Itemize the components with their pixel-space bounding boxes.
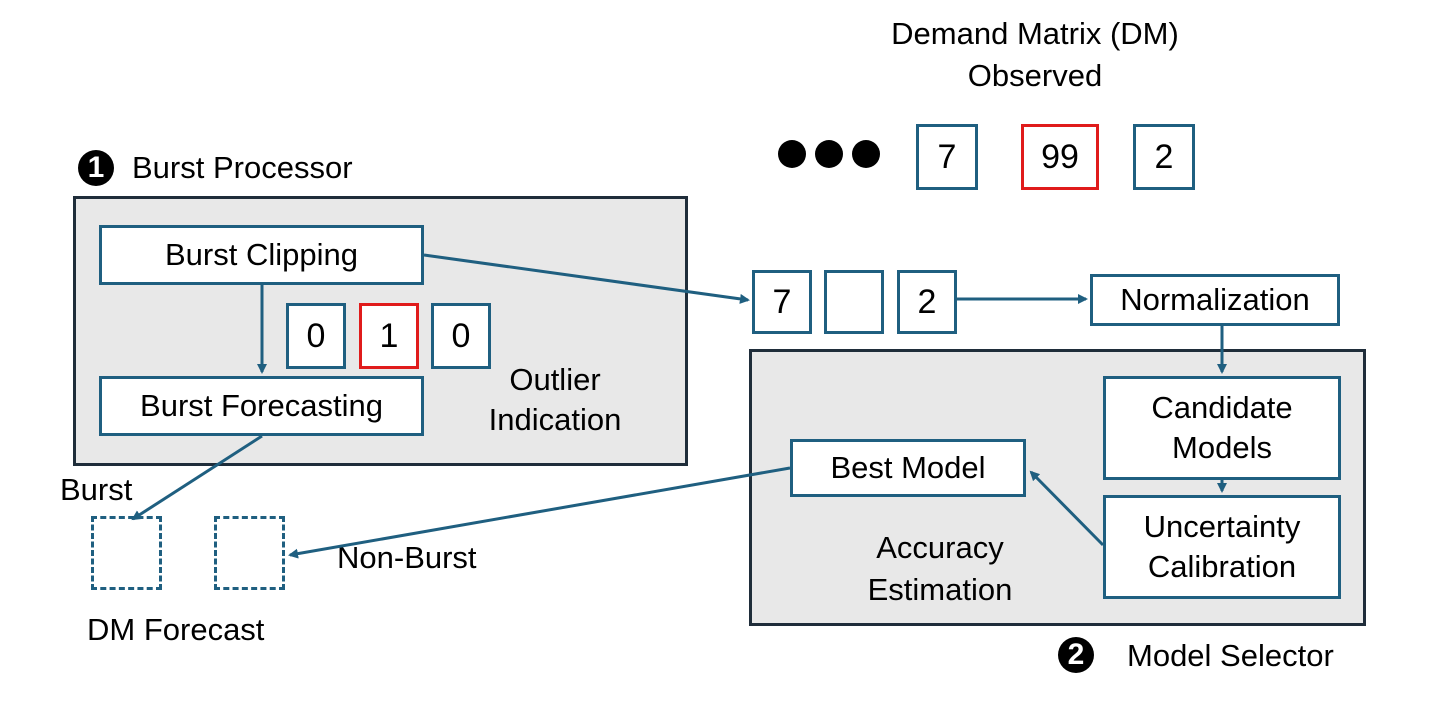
arrow-best-to-non-burst <box>288 466 791 559</box>
forecast-non-burst-cell <box>214 516 285 590</box>
outlier-cell-2: 1 <box>359 303 419 369</box>
uncertainty-line2: Calibration <box>1147 549 1297 584</box>
outlier-cell-1: 0 <box>286 303 346 369</box>
ellipsis-dot-1 <box>778 140 806 168</box>
dm-forecast-caption: DM Forecast <box>87 612 265 647</box>
dm-title-line2: Observed <box>967 58 1103 93</box>
arrow-clipping-to-clipped <box>423 253 750 304</box>
observed-cell-1: 7 <box>916 124 978 190</box>
accuracy-line2: Estimation <box>867 572 1013 607</box>
burst-forecasting-box: Burst Forecasting <box>99 376 424 436</box>
burst-clipping-box: Burst Clipping <box>99 225 424 285</box>
badge-1-icon: 1 <box>78 150 114 186</box>
observed-cell-2: 99 <box>1021 124 1099 190</box>
outlier-label-line2: Indication <box>488 402 622 437</box>
uncertainty-calibration-box: Uncertainty Calibration <box>1103 495 1341 599</box>
badge-2-icon: 2 <box>1058 637 1094 673</box>
observed-cell-3: 2 <box>1133 124 1195 190</box>
candidate-models-box: Candidate Models <box>1103 376 1341 480</box>
forecast-burst-cell <box>91 516 162 590</box>
model-selector-label: Model Selector <box>1127 638 1334 673</box>
clipped-cell-3: 2 <box>897 270 957 334</box>
uncertainty-line1: Uncertainty <box>1143 509 1301 544</box>
outlier-cell-3: 0 <box>431 303 491 369</box>
normalization-box: Normalization <box>1090 274 1340 326</box>
outlier-label-line1: Outlier <box>509 362 601 397</box>
arrow-forecasting-to-burst <box>131 434 263 521</box>
non-burst-label: Non-Burst <box>337 540 477 575</box>
clipped-cell-1: 7 <box>752 270 812 334</box>
candidate-line1: Candidate <box>1151 390 1293 425</box>
clipped-cell-2 <box>824 270 884 334</box>
accuracy-line1: Accuracy <box>876 530 1004 565</box>
dm-title-line1: Demand Matrix (DM) <box>891 16 1179 51</box>
burst-label: Burst <box>60 472 133 507</box>
best-model-box: Best Model <box>790 439 1026 497</box>
burst-processor-label: Burst Processor <box>132 150 353 185</box>
ellipsis-dot-2 <box>815 140 843 168</box>
ellipsis-dot-3 <box>852 140 880 168</box>
candidate-line2: Models <box>1172 430 1272 465</box>
arrow-uncertainty-to-best <box>1029 470 1105 547</box>
